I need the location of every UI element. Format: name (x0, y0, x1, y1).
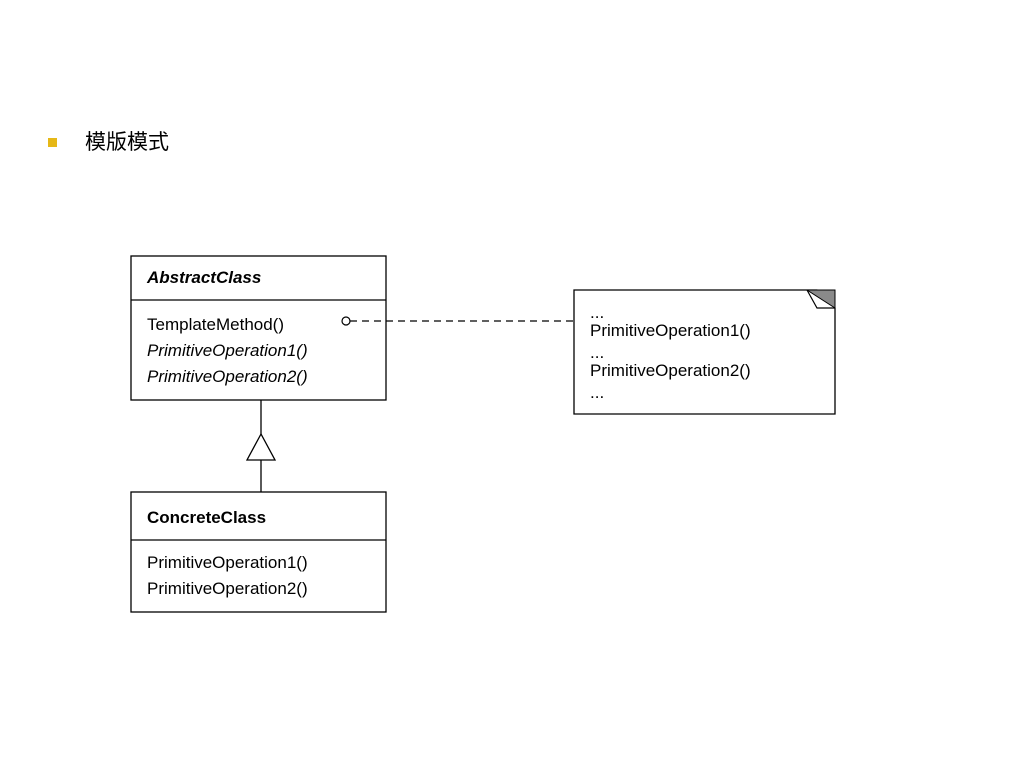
note-fold-shade (805, 289, 836, 309)
inheritance-arrow (245, 400, 277, 492)
note-line-ellipsis-3: ... (590, 383, 604, 402)
template-method-operation: TemplateMethod() (147, 315, 284, 334)
abstract-class-name: AbstractClass (146, 268, 261, 287)
abstract-primitive-operation-1: PrimitiveOperation1() (147, 341, 308, 360)
folded-corner-icon (806, 289, 835, 309)
concrete-primitive-operation-1: PrimitiveOperation1() (147, 553, 308, 572)
note-anchor-circle-icon (341, 316, 351, 326)
slide-heading: 模版模式 (48, 126, 169, 158)
note-line-primitive-operation-2: PrimitiveOperation2() (590, 361, 751, 380)
note-connector (341, 316, 574, 326)
abstract-class-frame (130, 255, 387, 401)
concrete-class-frame (130, 491, 387, 613)
heading-text: 模版模式 (85, 130, 169, 154)
abstract-class-box: AbstractClass TemplateMethod() Primitive… (130, 255, 387, 401)
abstract-primitive-operation-2: PrimitiveOperation2() (147, 367, 308, 386)
note-line-ellipsis-2: ... (590, 343, 604, 362)
square-bullet-icon (48, 137, 57, 147)
concrete-class-name: ConcreteClass (147, 508, 266, 527)
note-frame (573, 289, 836, 415)
concrete-primitive-operation-2: PrimitiveOperation2() (147, 579, 308, 598)
note-line-ellipsis-1: ... (590, 303, 604, 322)
note-box: ... PrimitiveOperation1() ... PrimitiveO… (573, 289, 836, 415)
concrete-class-box: ConcreteClass PrimitiveOperation1() Prim… (130, 491, 387, 613)
hollow-triangle-arrowhead-icon (245, 432, 277, 461)
note-line-primitive-operation-1: PrimitiveOperation1() (590, 321, 751, 340)
